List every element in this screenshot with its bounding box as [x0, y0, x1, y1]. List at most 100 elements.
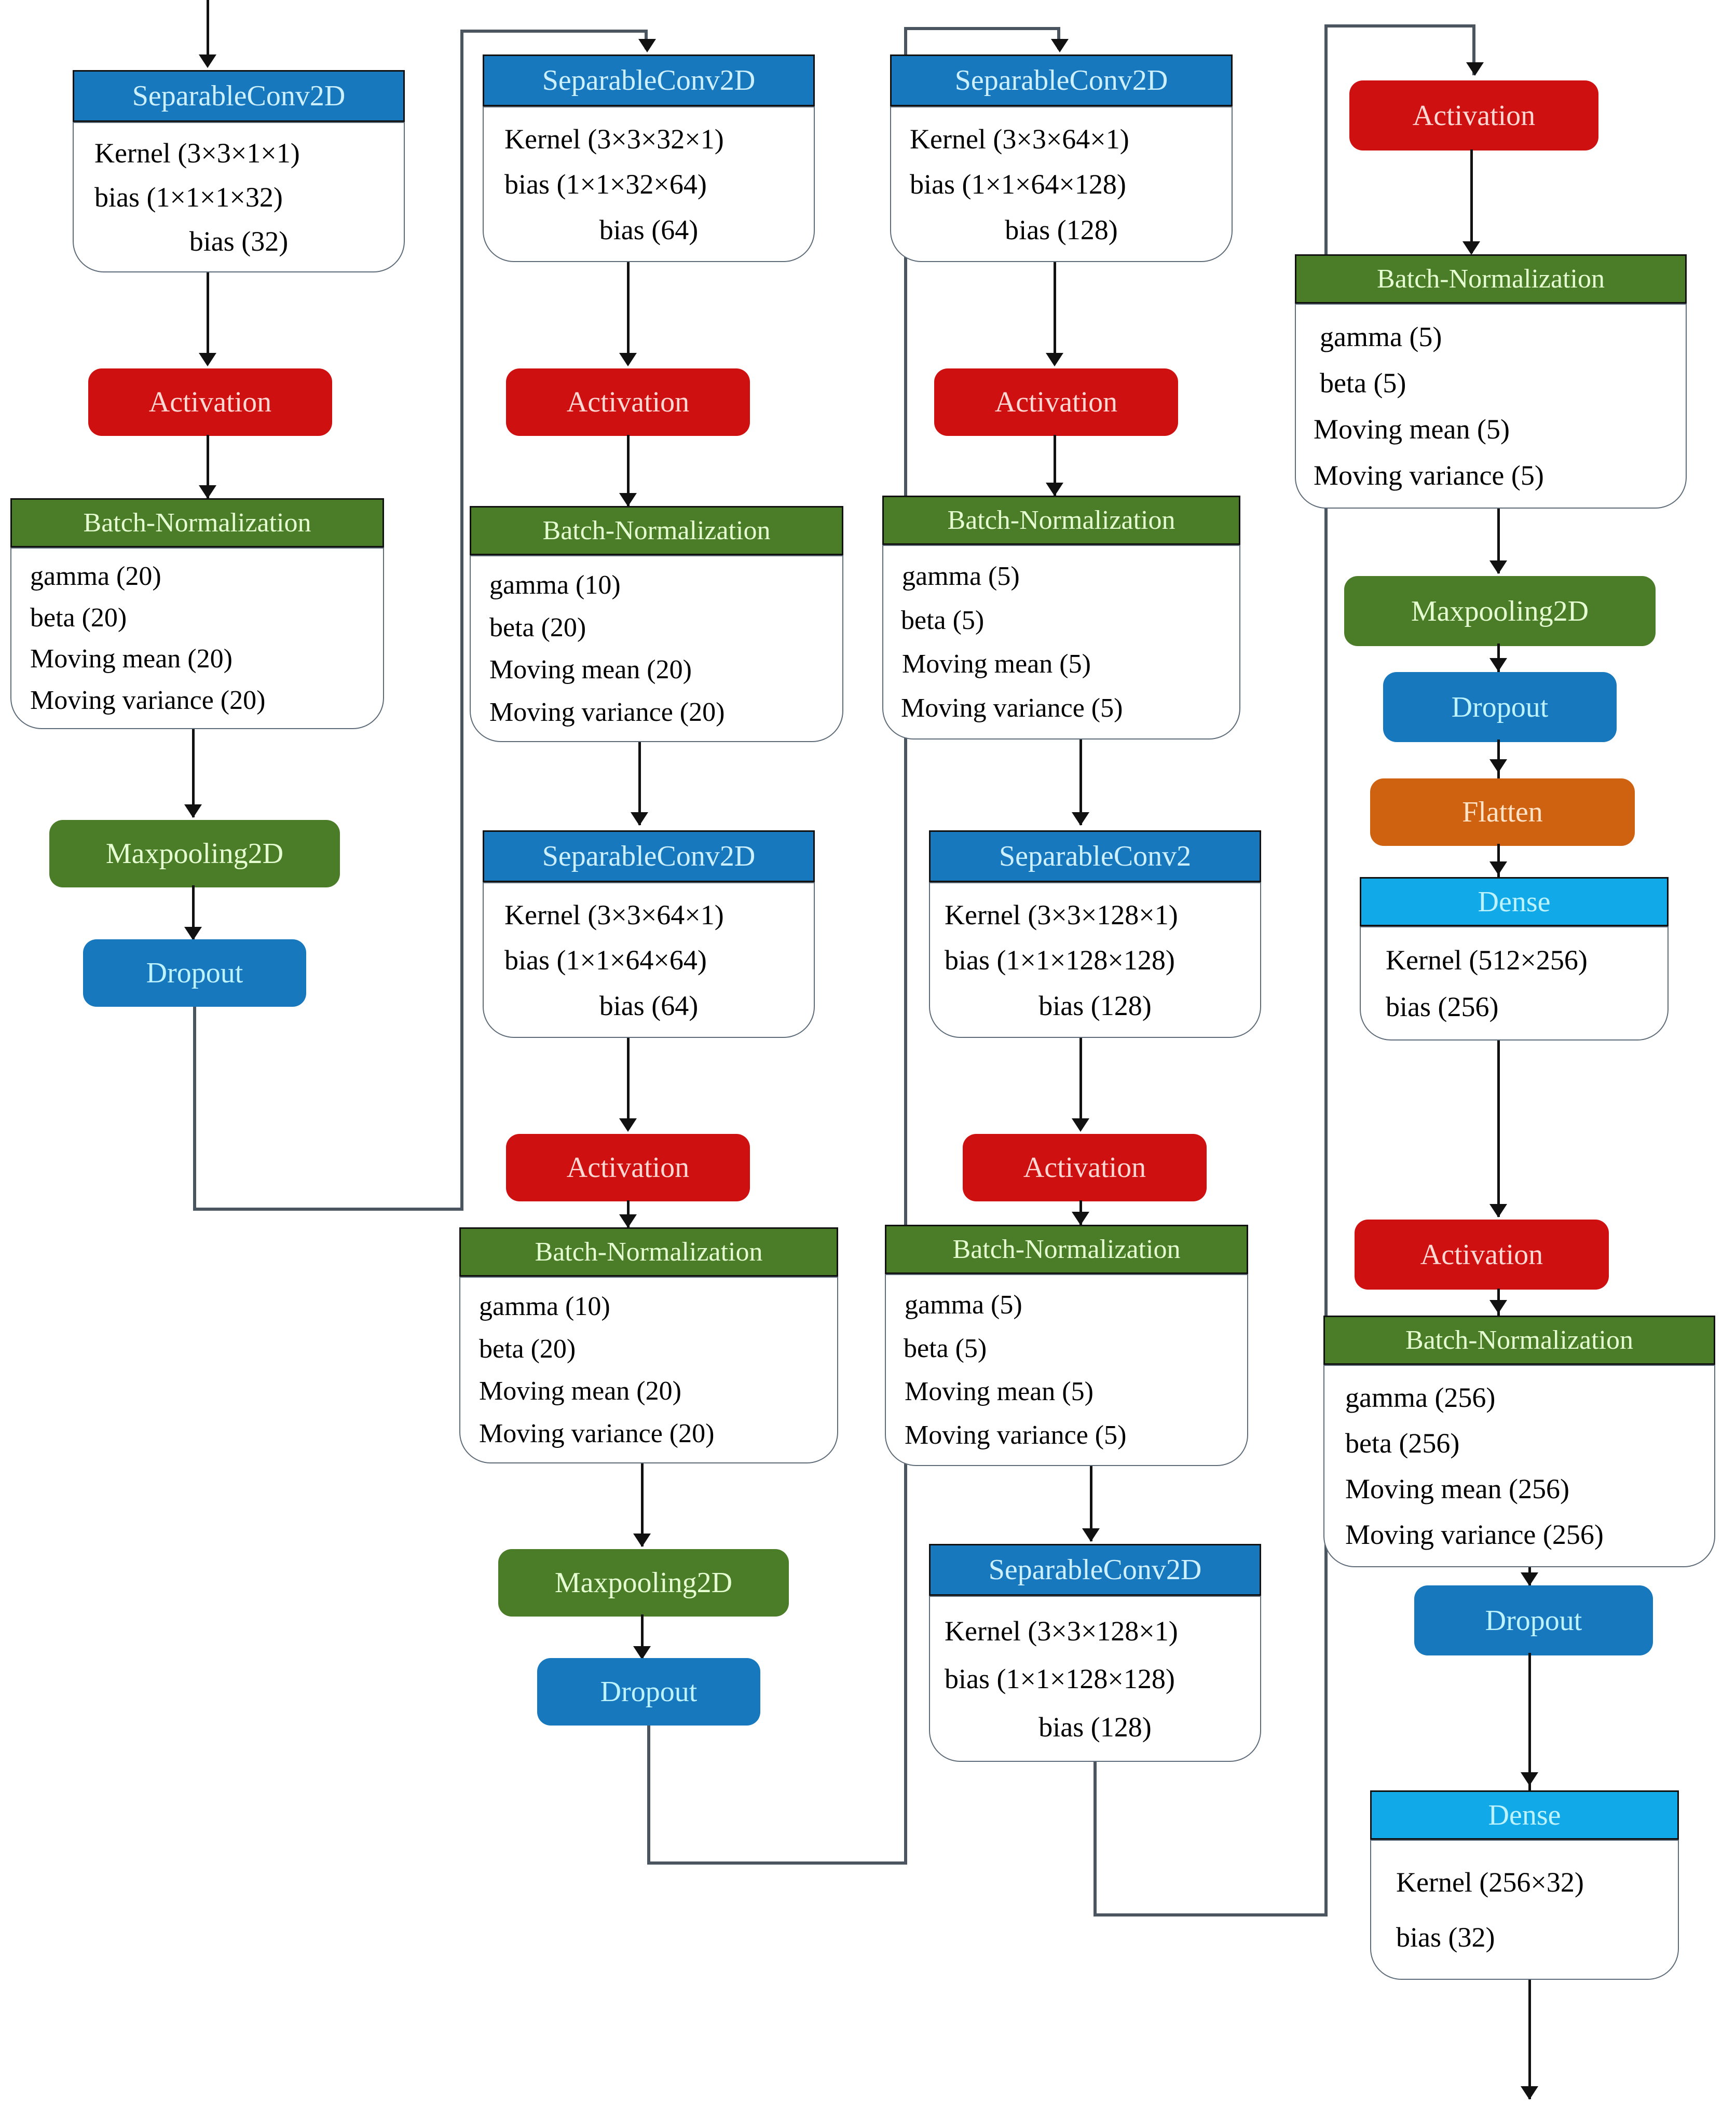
- node-header: Batch-Normalization: [1295, 254, 1687, 304]
- param-line: Kernel (3×3×64×1): [910, 123, 1129, 155]
- arrowhead: [1489, 658, 1507, 672]
- node-body: gamma (5) beta (5) Moving mean (5) Movin…: [885, 1274, 1248, 1466]
- edge-c2-bn2-to-pool1: [641, 1461, 644, 1546]
- edge-c1-sepconv1-to-act1: [207, 208, 209, 363]
- param-line: bias (1×1×128×128): [945, 1663, 1175, 1694]
- node-c1-sepconv1[interactable]: SeparableConv2D Kernel (3×3×1×1) bias (1…: [73, 70, 405, 272]
- node-body: Kernel (3×3×1×1) bias (1×1×1×32) bias (3…: [73, 122, 405, 272]
- arrowhead: [1521, 1572, 1538, 1586]
- param-line: beta (256): [1345, 1428, 1460, 1459]
- arrowhead: [184, 804, 202, 818]
- node-body: gamma (256) beta (256) Moving mean (256)…: [1323, 1365, 1715, 1567]
- node-header: SeparableConv2D: [73, 70, 405, 122]
- param-line: bias (1×1×1×32): [94, 182, 283, 213]
- node-body: Kernel (3×3×128×1) bias (1×1×128×128) bi…: [929, 1596, 1261, 1762]
- node-c4-bn1[interactable]: Batch-Normalization gamma (5) beta (5) M…: [1295, 254, 1687, 509]
- edge-c3-bn2-to-sepconv3: [1090, 1461, 1092, 1541]
- node-c2-pool1[interactable]: Maxpooling2D: [498, 1549, 789, 1617]
- node-header: Batch-Normalization: [882, 496, 1240, 545]
- param-line: Moving mean (20): [489, 655, 692, 685]
- node-c2-sepconv1[interactable]: SeparableConv2D Kernel (3×3×32×1) bias (…: [483, 54, 815, 262]
- param-line: Moving variance (20): [489, 697, 725, 727]
- node-c1-pool1[interactable]: Maxpooling2D: [49, 820, 340, 887]
- param-line: gamma (5): [905, 1290, 1022, 1320]
- node-c3-bn2[interactable]: Batch-Normalization gamma (5) beta (5) M…: [885, 1225, 1248, 1466]
- param-line: beta (5): [901, 605, 985, 635]
- node-c4-drop1[interactable]: Dropout: [1383, 672, 1617, 742]
- node-c3-act2[interactable]: Activation: [963, 1134, 1207, 1201]
- node-c3-sepconv1[interactable]: SeparableConv2D Kernel (3×3×64×1) bias (…: [890, 54, 1233, 262]
- param-line: Moving variance (20): [479, 1418, 715, 1448]
- node-body: gamma (5) beta (5) Moving mean (5) Movin…: [882, 545, 1240, 740]
- node-c1-drop1[interactable]: Dropout: [83, 939, 306, 1007]
- node-c2-act2[interactable]: Activation: [506, 1134, 750, 1201]
- arrowhead: [1072, 812, 1089, 826]
- param-line: Moving variance (5): [1314, 460, 1544, 491]
- edge-c4-dense1-to-act2: [1497, 1041, 1500, 1217]
- edge-c3-bn1-to-sepconv2: [1079, 737, 1082, 825]
- param-line: Moving variance (5): [905, 1420, 1127, 1450]
- node-c4-act2[interactable]: Activation: [1355, 1220, 1609, 1290]
- arrowhead: [1072, 1212, 1089, 1225]
- node-c2-act1[interactable]: Activation: [506, 368, 750, 436]
- node-c4-bn2[interactable]: Batch-Normalization gamma (256) beta (25…: [1323, 1316, 1715, 1567]
- node-c2-drop1[interactable]: Dropout: [537, 1658, 760, 1726]
- node-header: Batch-Normalization: [885, 1225, 1248, 1274]
- param-line: bias (64): [599, 990, 699, 1021]
- arrowhead: [619, 353, 637, 366]
- node-header: SeparableConv2D: [483, 830, 815, 882]
- node-c2-sepconv2[interactable]: SeparableConv2D Kernel (3×3×64×1) bias (…: [483, 830, 815, 1038]
- param-line: Moving mean (256): [1345, 1473, 1569, 1504]
- node-c4-act1[interactable]: Activation: [1349, 80, 1598, 150]
- param-line: beta (20): [489, 612, 586, 642]
- node-header: Batch-Normalization: [470, 506, 843, 555]
- edge-c1-pool1-to-drop1: [192, 885, 195, 942]
- param-line: Kernel (3×3×128×1): [945, 899, 1178, 930]
- node-c3-sepconv3[interactable]: SeparableConv2D Kernel (3×3×128×1) bias …: [929, 1544, 1261, 1762]
- node-header: Batch-Normalization: [1323, 1316, 1715, 1365]
- edge-c2-bn1-to-sepconv2: [638, 740, 641, 825]
- node-c2-bn2[interactable]: Batch-Normalization gamma (10) beta (20)…: [459, 1227, 838, 1463]
- node-c4-drop2[interactable]: Dropout: [1414, 1585, 1653, 1655]
- edge-c2-act1-to-bn1: [627, 435, 630, 510]
- node-c1-bn1[interactable]: Batch-Normalization gamma (20) beta (20)…: [10, 498, 384, 729]
- param-line: beta (20): [30, 603, 127, 633]
- edge-c4-act1-to-bn1: [1470, 149, 1473, 253]
- arrowhead-c2-entry: [638, 39, 656, 52]
- arrowhead: [199, 353, 216, 366]
- node-c1-act1[interactable]: Activation: [88, 368, 332, 436]
- node-c4-dense1[interactable]: Dense Kernel (512×256) bias (256): [1360, 877, 1669, 1041]
- param-line: Moving variance (20): [30, 685, 266, 715]
- param-line: gamma (5): [902, 562, 1020, 592]
- node-header: Batch-Normalization: [459, 1227, 838, 1277]
- node-c2-bn1[interactable]: Batch-Normalization gamma (10) beta (20)…: [470, 506, 843, 742]
- arrowhead: [633, 1534, 651, 1547]
- node-c3-act1[interactable]: Activation: [934, 368, 1178, 436]
- arrowhead: [1489, 759, 1507, 773]
- arrowhead: [1489, 560, 1507, 574]
- node-c4-pool1[interactable]: Maxpooling2D: [1344, 576, 1656, 646]
- node-c4-dense2[interactable]: Dense Kernel (256×32) bias (32): [1370, 1790, 1679, 1980]
- param-line: bias (1×1×32×64): [504, 169, 707, 200]
- node-header: SeparableConv2D: [483, 54, 815, 106]
- edge-c2-sepconv1-to-act1: [627, 210, 630, 363]
- param-line: bias (256): [1386, 991, 1499, 1022]
- node-body: gamma (10) beta (20) Moving mean (20) Mo…: [470, 555, 843, 742]
- param-line: bias (32): [189, 226, 289, 257]
- arrowhead-c4-entry: [1466, 62, 1484, 76]
- param-line: Moving mean (5): [902, 649, 1091, 679]
- param-line: bias (128): [1038, 990, 1152, 1021]
- arrowhead-output: [1521, 2086, 1538, 2100]
- edge-c4-bn2-to-drop2: [1528, 1549, 1531, 1593]
- node-c3-bn1[interactable]: Batch-Normalization gamma (5) beta (5) M…: [882, 496, 1240, 740]
- node-body: Kernel (3×3×64×1) bias (1×1×64×128) bias…: [890, 106, 1233, 262]
- arrowhead: [1082, 1528, 1100, 1542]
- node-body: Kernel (256×32) bias (32): [1370, 1840, 1679, 1980]
- edge-c2-pool1-to-drop1: [641, 1614, 644, 1661]
- node-c4-flat1[interactable]: Flatten: [1370, 778, 1635, 846]
- param-line: beta (5): [1320, 367, 1406, 399]
- node-c3-sepconv2[interactable]: SeparableConv2 Kernel (3×3×128×1) bias (…: [929, 830, 1261, 1038]
- arrowhead: [1072, 1118, 1089, 1132]
- arrowhead-input: [199, 54, 216, 68]
